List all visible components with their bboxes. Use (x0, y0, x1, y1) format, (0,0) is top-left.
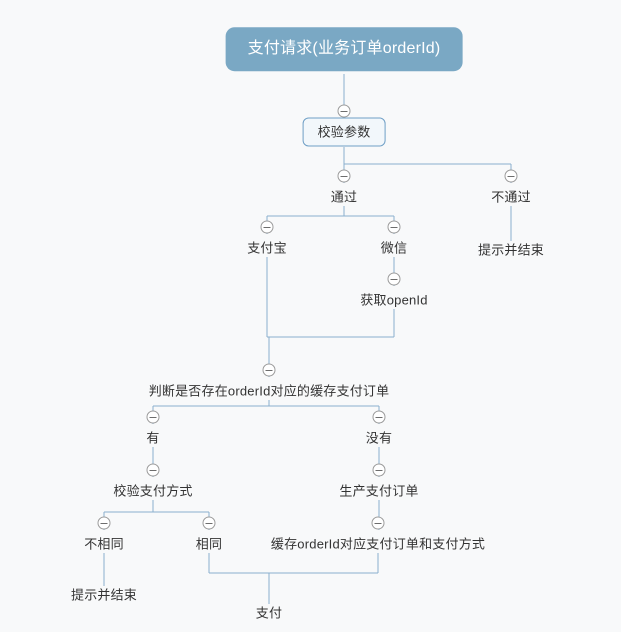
node-notSameEnd[interactable]: 提示并结束 (70, 587, 138, 603)
node-notSame[interactable]: 不相同 (84, 536, 124, 552)
node-hasNot[interactable]: 没有 (365, 430, 393, 446)
collapse-toggle-alipay-icon[interactable] (260, 220, 274, 234)
node-same[interactable]: 相同 (195, 536, 223, 552)
collapse-toggle-notSame-icon[interactable] (97, 516, 111, 530)
collapse-toggle-hasNot-icon[interactable] (372, 410, 386, 424)
node-has[interactable]: 有 (146, 430, 160, 446)
node-failEnd[interactable]: 提示并结束 (477, 242, 545, 258)
collapse-toggle-has-icon[interactable] (146, 410, 160, 424)
node-createOrder[interactable]: 生产支付订单 (339, 483, 419, 499)
collapse-toggle-checkCache-icon[interactable] (262, 363, 276, 377)
collapse-toggle-openid-icon[interactable] (387, 272, 401, 286)
collapse-toggle-cacheOrder-icon[interactable] (371, 516, 385, 530)
collapse-toggle-wechat-icon[interactable] (387, 220, 401, 234)
node-openid[interactable]: 获取openId (360, 292, 428, 308)
node-pay[interactable]: 支付 (255, 605, 283, 621)
collapse-toggle-same-icon[interactable] (202, 516, 216, 530)
node-pass[interactable]: 通过 (330, 189, 358, 205)
node-cacheOrder[interactable]: 缓存orderId对应支付订单和支付方式 (270, 536, 486, 552)
collapse-toggle-pass-icon[interactable] (337, 169, 351, 183)
node-alipay[interactable]: 支付宝 (247, 240, 287, 256)
collapse-toggle-createOrder-icon[interactable] (372, 463, 386, 477)
node-root[interactable]: 支付请求(业务订单orderId) (225, 27, 463, 71)
node-checkMethod[interactable]: 校验支付方式 (113, 483, 193, 499)
node-fail[interactable]: 不通过 (491, 189, 531, 205)
collapse-toggle-checkMethod-icon[interactable] (146, 463, 160, 477)
node-checkCache[interactable]: 判断是否存在orderId对应的缓存支付订单 (148, 383, 390, 399)
collapse-toggle-validate-icon[interactable] (337, 104, 351, 118)
node-validate[interactable]: 校验参数 (302, 117, 386, 147)
collapse-toggle-fail-icon[interactable] (504, 169, 518, 183)
node-wechat[interactable]: 微信 (380, 240, 408, 256)
